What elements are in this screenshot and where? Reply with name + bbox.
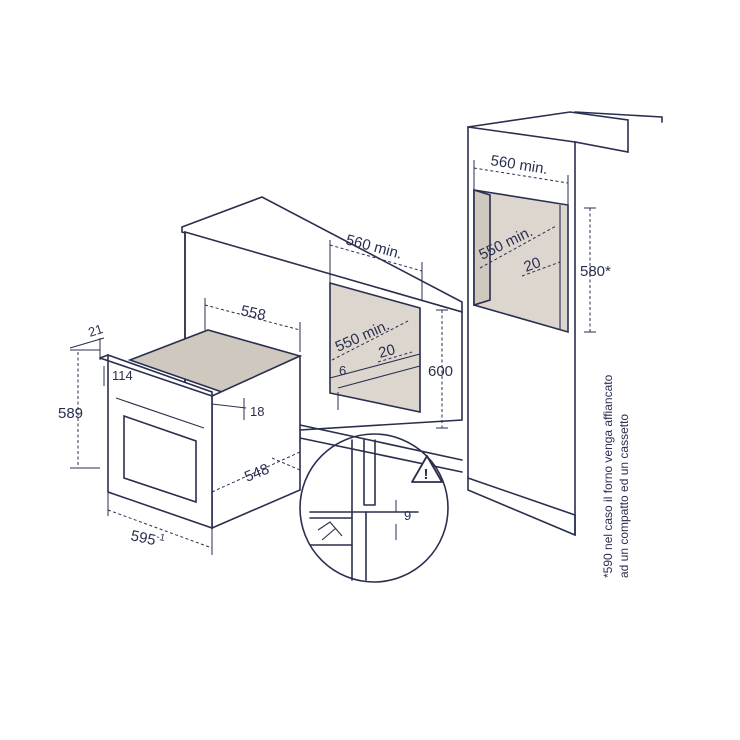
oven-panel-depth-label: 21: [86, 321, 104, 340]
detail-view: 9 !: [271, 433, 449, 583]
worktop: [181, 196, 463, 314]
footnote-line1: *590 nel caso il forno venga affiancato: [601, 374, 615, 578]
column-cabinet: [467, 111, 663, 537]
detail-gap-label: 9: [404, 508, 411, 523]
oven-front-offset-label: 114: [112, 368, 133, 383]
under-counter-cabinet: [181, 196, 463, 473]
oven-width-label: 595-1: [129, 526, 166, 551]
warning-triangle-icon: !: [411, 455, 443, 483]
niche-height-under-label: 600: [428, 363, 453, 380]
svg-text:!: !: [424, 466, 429, 483]
oven-front-gap-label: 18: [250, 404, 264, 419]
footnote-line2: ad un compatto ed un cassetto: [617, 414, 631, 578]
oven: [99, 329, 303, 530]
vent-under-label: 20: [377, 341, 398, 362]
gap-under-label: 6: [339, 363, 346, 378]
oven-depth-top-label: 558: [239, 302, 267, 324]
oven-door-window: [123, 414, 197, 504]
oven-height-label: 589: [58, 405, 83, 422]
niche-height-column-label: 580*: [580, 263, 611, 280]
footnote: *590 nel caso il forno venga affiancato …: [601, 374, 631, 578]
